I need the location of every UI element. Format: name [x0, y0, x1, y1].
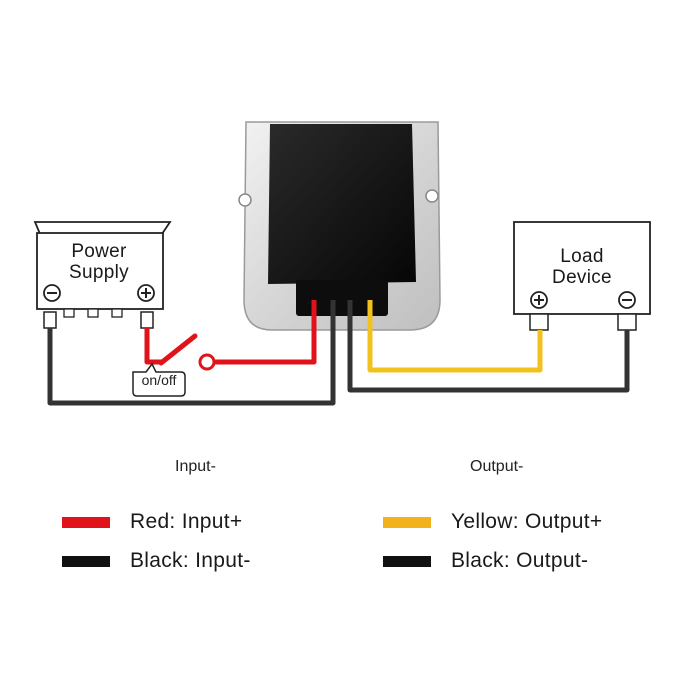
output-title: Output-	[470, 458, 524, 475]
load-device	[513, 221, 651, 331]
power-supply	[33, 221, 172, 329]
plus-terminal-icon	[530, 291, 548, 309]
plus-terminal-icon	[137, 284, 155, 302]
power-supply-foot-right	[140, 311, 154, 329]
legend-text: Black: Input-	[130, 549, 251, 572]
power-supply-foot-left	[43, 311, 57, 329]
minus-terminal-icon	[618, 291, 636, 309]
black-output-wire	[347, 300, 630, 393]
red-input-wire-a	[144, 328, 162, 365]
power-supply-label: Power Supply	[42, 241, 156, 283]
load-device-label: Load Device	[520, 246, 644, 288]
legend-yellow-output: Yellow: Output+	[383, 507, 602, 537]
legend-black-output: Black: Output-	[383, 546, 588, 576]
converter-body	[268, 124, 416, 284]
legend-text: Yellow: Output+	[451, 510, 603, 533]
legend-text: Black: Output-	[451, 549, 589, 572]
black-input-wire	[47, 300, 336, 406]
mounting-hole-right	[425, 189, 439, 203]
red-input-wire-b	[214, 300, 317, 365]
load-device-label-line1: Load	[560, 246, 604, 267]
legend-black-input: Black: Input-	[62, 546, 251, 576]
power-supply-label-line1: Power	[71, 241, 127, 262]
switch-label-bubble	[132, 362, 186, 397]
power-supply-label-line2: Supply	[69, 262, 129, 283]
load-device-foot-left	[529, 313, 549, 331]
yellow-output-wire	[367, 300, 543, 373]
legend-red-input: Red: Input+	[62, 507, 242, 537]
load-device-label-line2: Device	[552, 267, 612, 288]
minus-terminal-icon	[43, 284, 61, 302]
black-swatch	[383, 555, 431, 567]
legend-text: Red: Input+	[130, 510, 243, 533]
mounting-hole-left	[238, 193, 252, 207]
yellow-swatch	[383, 516, 431, 528]
dc-converter	[238, 121, 441, 331]
input-title: Input-	[175, 458, 216, 475]
wires	[47, 300, 630, 406]
red-swatch	[62, 516, 110, 528]
switch-contact	[198, 353, 216, 371]
switch-label: on/off	[141, 372, 177, 388]
switch-lever	[158, 333, 198, 366]
load-device-foot-right	[617, 313, 637, 331]
black-swatch	[62, 555, 110, 567]
wire-port-block	[296, 280, 388, 316]
